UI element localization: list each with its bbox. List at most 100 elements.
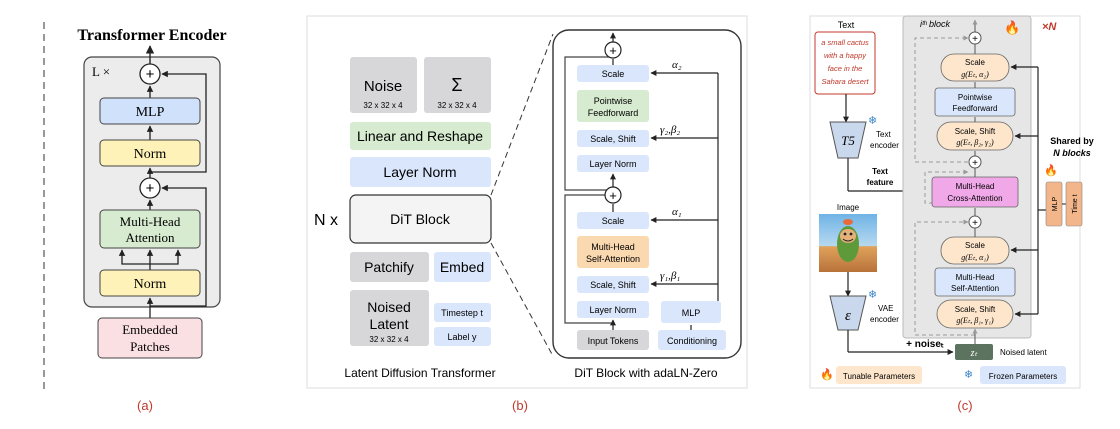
b-pointwise-label-1: Pointwise	[594, 96, 633, 106]
c-cross-2: Cross-Attention	[947, 194, 1002, 203]
noise-box	[350, 57, 417, 113]
c-vae-symbol: ε	[845, 308, 851, 324]
residual-add-top	[139, 63, 161, 85]
c-noise-label: + noiseₜ	[906, 339, 944, 350]
c-cactus-image	[819, 214, 877, 272]
c-self-attention	[934, 267, 1016, 297]
c-flame-icon-mlp: 🔥	[1044, 164, 1058, 177]
c-shared-2: N blocks	[1053, 148, 1091, 158]
sigma-label: Σ	[451, 75, 462, 95]
c-legend-tunable	[836, 366, 922, 384]
b-layer-norm-bot-label: Layer Norm	[589, 305, 636, 315]
b-scale-top	[577, 65, 649, 82]
panel-c: Text a small cactus with a happy face in…	[809, 15, 1094, 413]
c-scale-a2-2: g(Eₜ, α₂)	[961, 70, 989, 79]
svg-text:+: +	[146, 180, 155, 197]
label-y-label: Label y	[447, 332, 477, 342]
n-times-label: N x	[314, 212, 338, 229]
c-legend-frozen	[980, 366, 1066, 384]
c-flame-icon-top: 🔥	[1004, 20, 1020, 35]
noise-dim: 32 x 32 x 4	[363, 101, 403, 110]
b-scale-shift-top	[577, 130, 649, 147]
embed-label: Embed	[440, 259, 484, 275]
b-input-tokens	[577, 330, 649, 350]
svg-text:+: +	[609, 188, 617, 203]
c-times-n: ×N	[1042, 21, 1057, 33]
patchify-label: Patchify	[364, 259, 414, 275]
timestep-box	[434, 303, 491, 322]
b-conditioning	[658, 330, 726, 350]
c-pointwise-1: Pointwise	[958, 93, 993, 102]
noised-dim: 32 x 32 x 4	[369, 335, 409, 344]
c-vae-label-2: encoder	[870, 315, 899, 324]
embedded-patches-box	[97, 317, 203, 359]
attention-label-1: Multi-Head	[120, 214, 181, 229]
c-text-feature-2: feature	[867, 178, 894, 187]
sigma-box	[424, 57, 491, 113]
b-mhsa-label-1: Multi-Head	[591, 242, 635, 252]
mlp-box	[99, 97, 201, 125]
sigma-dim: 32 x 32 x 4	[437, 101, 477, 110]
b-mhsa	[577, 236, 649, 268]
c-vae-encoder	[829, 295, 867, 331]
c-noised-latent-label: Noised latent	[1000, 348, 1047, 357]
b-scale-shift-bot-label: Scale, Shift	[590, 280, 636, 290]
c-self-1: Multi-Head	[956, 273, 995, 282]
c-text-feature-1: Text	[872, 167, 888, 176]
c-zt-box	[955, 344, 993, 360]
c-ss1-1: Scale, Shift	[955, 305, 996, 314]
c-ss2-1: Scale, Shift	[955, 127, 996, 136]
svg-text:+: +	[609, 43, 617, 58]
dit-block-label: DiT Block	[390, 211, 451, 227]
c-snowflake-icon-t5: ❄	[868, 115, 877, 127]
alpha1-label: α₁	[672, 206, 682, 218]
c-text-label: Text	[838, 20, 855, 30]
c-t5-encoder	[829, 121, 867, 159]
linear-reshape-label: Linear and Reshape	[357, 128, 483, 144]
c-image-label: Image	[837, 203, 860, 212]
norm-bottom-box	[99, 269, 201, 297]
b-scale-top-label: Scale	[602, 69, 625, 79]
c-block-title: iᵗʰ block	[920, 19, 951, 29]
b-mhsa-label-2: Self-Attention	[586, 254, 640, 264]
b-mlp-label: MLP	[682, 308, 701, 318]
svg-text:+: +	[972, 34, 978, 45]
svg-text:+: +	[972, 158, 978, 169]
c-scale-a1-2: g(Eₜ, α₁)	[961, 253, 989, 262]
encoder-title: Transformer Encoder	[77, 27, 226, 44]
mlp-label: MLP	[136, 105, 165, 120]
c-ss1-2: g(Eₜ, β₁, γ₁)	[956, 316, 994, 325]
c-t5-label: T5	[841, 133, 855, 148]
c-pointwise-2: Feedforward	[953, 104, 998, 113]
noised-label-1: Noised	[367, 299, 411, 315]
c-prompt-box	[814, 31, 876, 95]
timestep-label: Timestep t	[441, 308, 483, 318]
linear-reshape-box	[350, 122, 491, 150]
c-text-encoder-1: Text	[876, 130, 891, 139]
b-scale-mid	[577, 212, 649, 229]
c-scale-a1-1: Scale	[965, 241, 986, 250]
c-legend-flame-icon: 🔥	[820, 368, 834, 381]
patchify-box	[350, 252, 429, 282]
norm-bottom-label: Norm	[134, 277, 167, 292]
b-pointwise-label-2: Feedforward	[588, 108, 639, 118]
c-legend-tunable-label: Tunable Parameters	[843, 372, 915, 381]
b-scale-shift-bot	[577, 276, 649, 293]
c-prompt-3: face in the	[828, 64, 863, 73]
gamma-beta-1-label: γ₁,β₁	[660, 270, 680, 282]
embedded-label-1: Embedded	[122, 322, 178, 337]
residual-add-mid	[139, 177, 161, 199]
svg-text:+: +	[146, 66, 155, 83]
b-scale-shift-top-label: Scale, Shift	[590, 134, 636, 144]
b-mlp	[661, 301, 721, 323]
c-text-encoder-2: encoder	[870, 141, 899, 150]
panel-b: Noise 32 x 32 x 4 Σ 32 x 32 x 4 Linear a…	[306, 15, 748, 413]
dit-block-box	[349, 194, 492, 244]
c-ss2-2: g(Eₜ, β₂, γ₂)	[956, 138, 994, 147]
c-scale-a2-1: Scale	[965, 58, 986, 67]
attention-label-2: Attention	[125, 230, 175, 245]
dit-detail-caption: DiT Block with adaLN-Zero	[574, 366, 717, 380]
caption-c: (c)	[957, 398, 972, 413]
c-snowflake-icon-vae: ❄	[868, 289, 877, 301]
c-legend-frozen-label: Frozen Parameters	[989, 372, 1057, 381]
